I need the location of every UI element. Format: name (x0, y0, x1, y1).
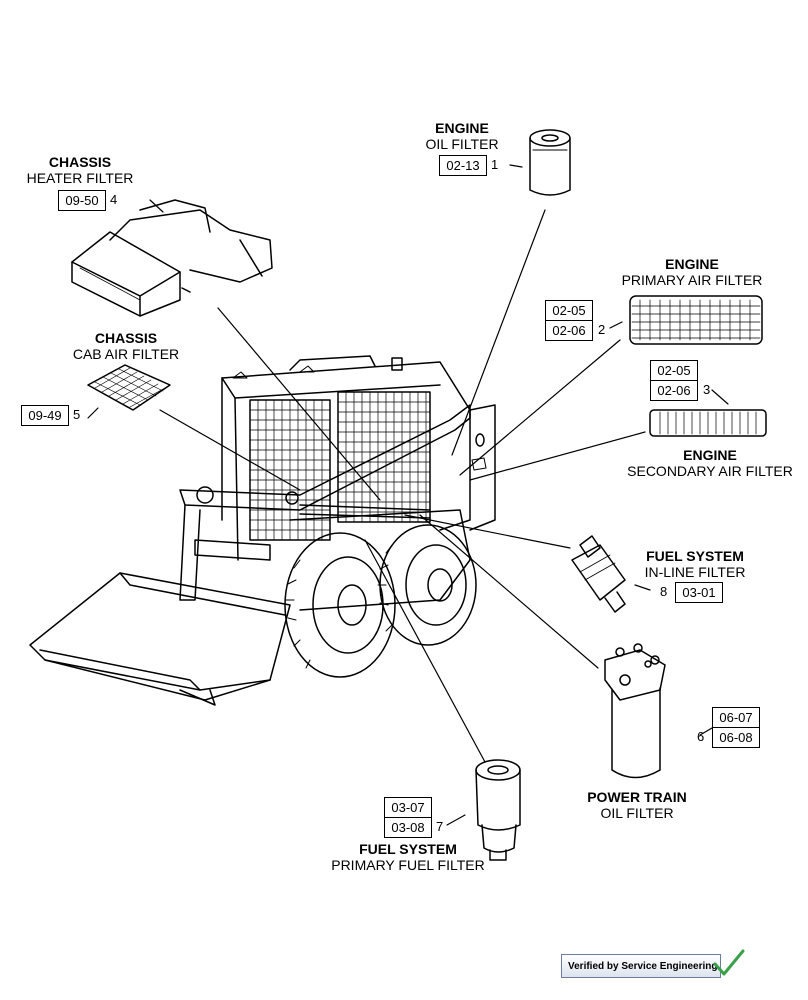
heater-filter-art (71, 199, 273, 317)
verified-badge-text: Verified by Service Engineering (568, 961, 718, 972)
index-number: 3 (703, 382, 711, 397)
primary-air-filter-art (629, 295, 763, 345)
index-number: 1 (491, 157, 499, 172)
group-title: ENGINE (435, 120, 489, 136)
label-engine-primary-air-filter: ENGINE PRIMARY AIR FILTER (612, 256, 772, 288)
label-chassis-heater-filter: CHASSIS HEATER FILTER (18, 154, 142, 186)
verified-badge: Verified by Service Engineering (561, 954, 721, 978)
index-number: 6 (697, 729, 705, 744)
ref-box-02-05[interactable]: 02-05 (545, 300, 593, 321)
index-number: 7 (436, 819, 444, 834)
group-subtitle: CAB AIR FILTER (72, 346, 180, 362)
ref-box-02-06[interactable]: 02-06 (650, 380, 698, 401)
checkmark-icon (713, 949, 745, 976)
label-engine-secondary-air-filter: ENGINE SECONDARY AIR FILTER (620, 447, 800, 479)
cab-air-filter-art (87, 364, 171, 411)
ref-box-02-06[interactable]: 02-06 (545, 320, 593, 341)
label-power-train-oil-filter: POWER TRAIN OIL FILTER (575, 789, 699, 821)
group-title: POWER TRAIN (587, 789, 687, 805)
inline-filter-art (571, 535, 626, 613)
ref-box-02-05[interactable]: 02-05 (650, 360, 698, 381)
ref-box-09-49[interactable]: 09-49 (21, 405, 69, 426)
group-subtitle: PRIMARY AIR FILTER (621, 272, 763, 288)
index-number: 2 (598, 322, 606, 337)
ref-box-06-07[interactable]: 06-07 (712, 707, 760, 728)
rear-wheel (377, 524, 477, 646)
index-number: 4 (110, 192, 118, 207)
label-fuel-system-primary-fuel-filter: FUEL SYSTEM PRIMARY FUEL FILTER (320, 841, 496, 873)
front-wheel (284, 532, 396, 678)
group-subtitle: IN-LINE FILTER (644, 564, 746, 580)
label-engine-oil-filter: ENGINE OIL FILTER (418, 120, 506, 152)
ref-box-09-50[interactable]: 09-50 (58, 190, 106, 211)
primary-fuel-filter-art (475, 759, 521, 861)
label-chassis-cab-air-filter: CHASSIS CAB AIR FILTER (62, 330, 190, 362)
label-fuel-system-inline-filter: FUEL SYSTEM IN-LINE FILTER (640, 548, 750, 580)
secondary-air-filter-art (649, 409, 767, 437)
ref-box-03-01[interactable]: 03-01 (675, 582, 723, 603)
group-subtitle: HEATER FILTER (26, 170, 134, 186)
group-title: CHASSIS (94, 330, 158, 346)
group-title: ENGINE (683, 447, 737, 463)
group-subtitle: OIL FILTER (600, 805, 674, 821)
group-subtitle: OIL FILTER (425, 136, 499, 152)
group-title: ENGINE (665, 256, 719, 272)
leader-lines (87, 164, 729, 826)
ref-box-06-08[interactable]: 06-08 (712, 727, 760, 748)
power-train-oil-filter-art (604, 643, 666, 779)
group-title: FUEL SYSTEM (646, 548, 744, 564)
ref-box-03-07[interactable]: 03-07 (384, 797, 432, 818)
group-title: FUEL SYSTEM (359, 841, 457, 857)
index-number: 8 (660, 584, 668, 599)
skid-steer-loader (29, 355, 496, 706)
engine-oil-filter-art (529, 129, 571, 196)
index-number: 5 (73, 407, 81, 422)
ref-box-03-08[interactable]: 03-08 (384, 817, 432, 838)
ref-box-02-13[interactable]: 02-13 (439, 155, 487, 176)
group-subtitle: SECONDARY AIR FILTER (627, 463, 793, 479)
group-subtitle: PRIMARY FUEL FILTER (331, 857, 485, 873)
group-title: CHASSIS (48, 154, 112, 170)
